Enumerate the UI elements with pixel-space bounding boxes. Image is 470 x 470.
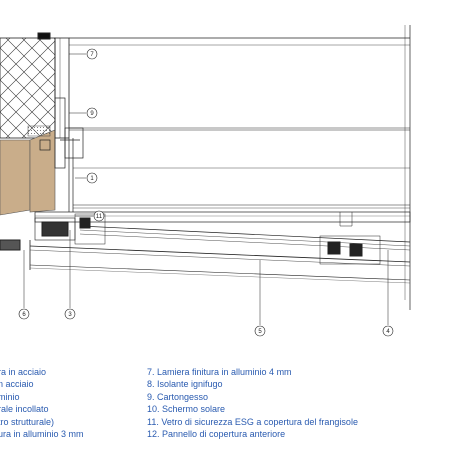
svg-text:4: 4 bbox=[386, 329, 390, 335]
legend-item: ura in alluminio 3 mm bbox=[0, 428, 84, 439]
legend-item: 8. Isolante ignifugo bbox=[147, 379, 223, 390]
legend-item: 9. Cartongesso bbox=[147, 391, 209, 402]
fire-insulation bbox=[0, 125, 56, 216]
legend-item: 7. Lamiera finitura in alluminio 4 mm bbox=[147, 367, 292, 377]
legend-item: 10. Schermo solare bbox=[147, 404, 226, 415]
svg-text:3: 3 bbox=[68, 312, 72, 318]
callout-6: 6 bbox=[18, 308, 30, 320]
svg-text:9: 9 bbox=[90, 111, 94, 117]
legend-item: 11. Vetro di sicurezza ESG a copertura d… bbox=[147, 416, 358, 427]
svg-text:7: 7 bbox=[90, 52, 94, 58]
legend-right-column: 7. Lamiera finitura in alluminio 4 mm 8.… bbox=[147, 366, 358, 440]
callout-11: 11 bbox=[93, 210, 105, 222]
legend-left-column: ra in acciaio n acciaio minio rale incol… bbox=[0, 366, 138, 440]
legend-item: minio bbox=[0, 391, 20, 402]
legend-item: n acciaio bbox=[0, 379, 34, 390]
svg-text:11: 11 bbox=[96, 214, 103, 220]
legend-item: tro strutturale) bbox=[0, 416, 55, 427]
section-drawing: 7 9 1 11 6 3 5 4 bbox=[0, 25, 411, 337]
callout-4: 4 bbox=[382, 325, 394, 337]
legend-item: ra in acciaio bbox=[0, 367, 47, 377]
callout-1: 1 bbox=[86, 172, 98, 184]
wall-plate bbox=[37, 32, 70, 139]
sunscreen-assembly bbox=[0, 211, 411, 284]
insulation-block bbox=[0, 37, 56, 139]
svg-text:1: 1 bbox=[90, 176, 94, 182]
callout-5: 5 bbox=[254, 325, 266, 337]
svg-text:5: 5 bbox=[258, 329, 262, 335]
callout-9: 9 bbox=[86, 107, 98, 119]
legend-item: 12. Pannello di copertura anteriore bbox=[147, 428, 286, 439]
callout-3: 3 bbox=[64, 308, 76, 320]
callout-7: 7 bbox=[86, 48, 98, 60]
svg-text:6: 6 bbox=[22, 312, 26, 318]
legend-item: rale incollato bbox=[0, 404, 49, 415]
leader-lines bbox=[23, 53, 389, 325]
cladding-panels bbox=[69, 25, 411, 310]
